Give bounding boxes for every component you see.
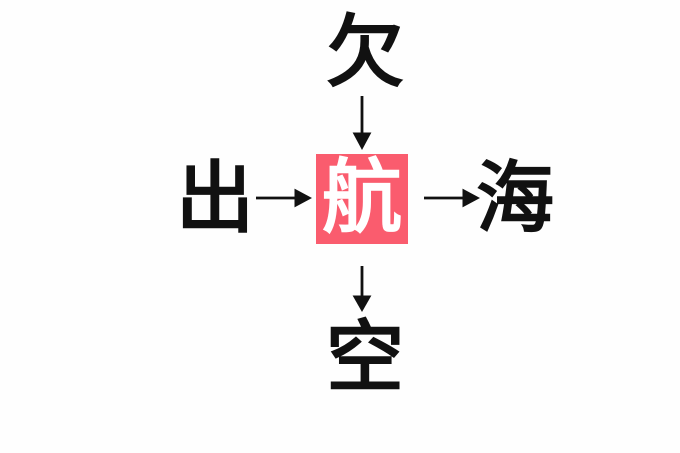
arrow-down-bottom-icon — [340, 266, 384, 314]
kanji-left: 出 — [175, 154, 254, 244]
kanji-center-label: 航 — [322, 151, 402, 244]
center-highlight-tile — [316, 154, 408, 244]
kanji-top: 欠 — [325, 8, 404, 98]
kanji-bottom: 空 — [325, 313, 404, 403]
arrow-right-left-icon — [252, 176, 316, 220]
arrow-down-top-icon — [340, 96, 384, 152]
arrow-right-right-icon — [420, 176, 484, 220]
kanji-center-answer[interactable]: 航 — [316, 154, 408, 244]
kanji-right: 海 — [475, 154, 554, 244]
